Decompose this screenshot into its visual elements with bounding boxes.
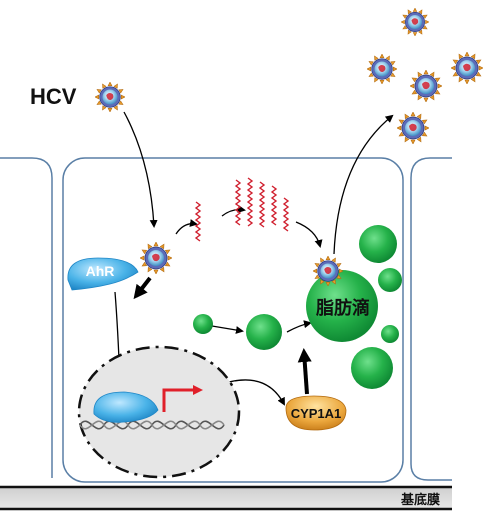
lipid-droplet-small: [193, 314, 213, 334]
hcv-label: HCV: [30, 84, 77, 109]
lipid-droplet-satellite: [359, 225, 397, 263]
rna-strand: [234, 179, 242, 226]
thick-arrows: [133, 276, 312, 395]
lipid-droplet-medium: [246, 314, 282, 350]
nucleus: [77, 345, 241, 479]
lipid-droplet-large: [306, 270, 378, 342]
virus-activates-ahr-arrow: [133, 276, 152, 300]
virus-particle-icon: [410, 70, 442, 102]
basement-membrane-label: 基底膜: [400, 492, 440, 507]
cyp1a1-to-lipid-arrow: [297, 348, 312, 395]
lipid-droplet-satellite: [381, 325, 399, 343]
rna-to-assembly-arrow: [295, 221, 323, 248]
lipid-droplet-satellite: [378, 268, 402, 292]
rna-to-rna-arrow: [221, 205, 246, 217]
virus-particle-icon: [367, 54, 397, 84]
left-cell-edge: [0, 157, 53, 478]
virus-particle-icon: [401, 8, 429, 36]
lipid-droplet-label: 脂肪滴: [316, 297, 370, 318]
virus-particle-icon: [397, 112, 429, 144]
basement-membrane: 基底膜: [0, 485, 452, 511]
right-cell-edge: [410, 157, 452, 481]
central-cell-membrane: [62, 157, 404, 483]
ahr-protein: AhR: [67, 257, 139, 291]
dna-helix: [79, 420, 225, 430]
rna-strand: [270, 185, 278, 226]
viral-rna: [194, 177, 290, 242]
promoter-arrow-icon: [162, 385, 203, 412]
released-virions: [367, 8, 483, 144]
cyp1a1-label: CYP1A1: [291, 406, 342, 421]
medium-droplet-to-lipid-arrow: [286, 320, 312, 333]
virus-particle-icon: [95, 82, 125, 112]
cell-membranes: [0, 157, 452, 483]
rna-strand: [282, 197, 290, 232]
ahr-dna-bound: [93, 391, 159, 423]
virus-particle-icon: [451, 52, 483, 84]
entry-arrow: [123, 111, 158, 228]
rna-strand: [258, 181, 266, 228]
ahr-label: AhR: [86, 263, 115, 279]
rna-strand: [246, 177, 254, 227]
lipid-droplet-satellite: [351, 347, 393, 389]
rna-strand: [194, 201, 202, 242]
release-arrow: [333, 114, 394, 255]
lipid-droplets: 脂肪滴: [193, 225, 402, 389]
cyp1a1-enzyme: CYP1A1: [285, 395, 347, 431]
small-to-medium-droplet-arrow: [211, 325, 244, 334]
virus-particle-icon: [140, 242, 172, 274]
to-rna-arrow: [175, 219, 198, 235]
